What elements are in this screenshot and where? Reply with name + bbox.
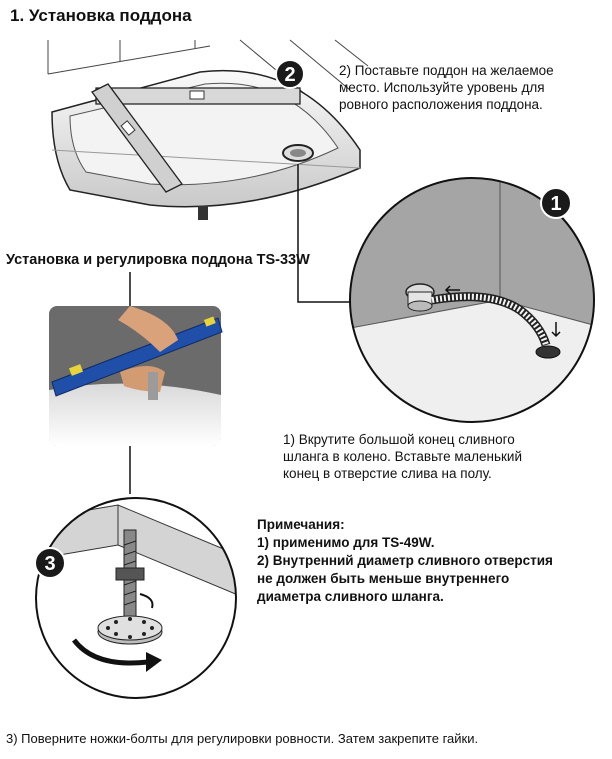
step-1-line: 1) Вкрутите большой конец сливного [283, 432, 515, 447]
step-1-line: конец в отверстие слива на полу. [283, 466, 492, 481]
note-line: диаметра сливного шланга. [257, 589, 444, 604]
step-1-instruction: 1) Вкрутите большой конец сливного шланг… [283, 431, 583, 482]
step-2-instruction: 2) Поставьте поддон на желаемое место. И… [339, 62, 599, 113]
photo-leveling [49, 306, 223, 446]
step-2-line: место. Используйте уровень для [339, 80, 545, 95]
connector-lines [129, 164, 352, 494]
step-2-line: 2) Поставьте поддон на желаемое [339, 63, 554, 78]
notes-heading: Примечания: [257, 517, 345, 532]
step-2-line: ровного расположения поддона. [339, 97, 543, 112]
badge-step-2-label: 2 [284, 64, 295, 86]
page-title: 1. Установка поддона [10, 6, 192, 25]
note-line: не должен быть меньше внутреннего [257, 571, 510, 586]
note-line: 2) Внутренний диаметр сливного отверстия [257, 553, 553, 568]
detail-circle-drain: 1 [349, 177, 595, 423]
step-3-instruction: 3) Поверните ножки-болты для регулировки… [6, 731, 479, 746]
tray-foot [198, 206, 208, 220]
notes-block: Примечания: 1) применимо для TS-49W. 2) … [257, 516, 607, 606]
step-1-line: шланга в колено. Вставьте маленький [283, 449, 522, 464]
section-subtitle: Установка и регулировка поддона TS-33W [6, 252, 310, 268]
detail-circle-foot: 3 [34, 497, 237, 699]
badge-step-1-label: 1 [550, 193, 561, 215]
badge-step-3-label: 3 [44, 553, 55, 575]
spirit-level-top [91, 83, 301, 193]
badge-step-2: 2 [275, 59, 305, 89]
note-line: 1) применимо для TS-49W. [257, 535, 435, 550]
